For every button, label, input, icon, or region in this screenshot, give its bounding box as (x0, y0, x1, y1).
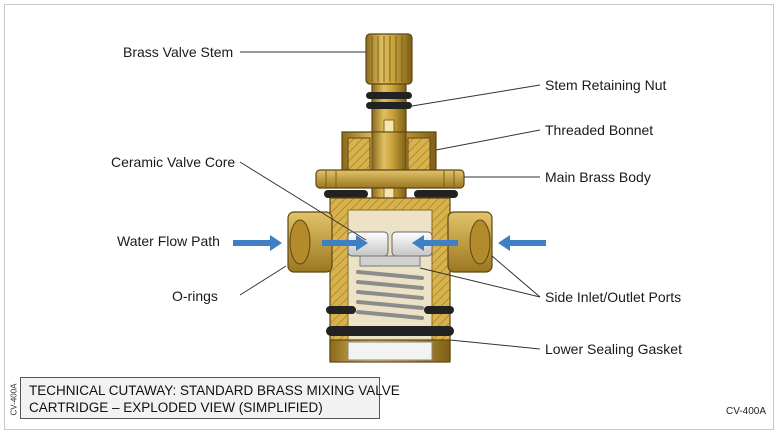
label-side-ports: Side Inlet/Outlet Ports (545, 289, 682, 305)
stem-o-rings (366, 92, 412, 109)
side-drawing-code: CV-400A (9, 383, 19, 416)
lower-sealing-gasket (329, 339, 451, 363)
leader-lines (239, 51, 541, 350)
label-lower-sealing-gasket: Lower Sealing Gasket (545, 341, 682, 357)
caption-box: TECHNICAL CUTAWAY: STANDARD BRASS MIXING… (20, 377, 400, 419)
label-brass-valve-stem: Brass Valve Stem (123, 44, 234, 60)
label-threaded-bonnet: Threaded Bonnet (545, 122, 654, 138)
label-water-flow-path: Water Flow Path (117, 233, 220, 249)
valve-stem (365, 33, 413, 221)
threaded-bonnet (341, 131, 437, 173)
main-brass-body-flange (315, 169, 465, 198)
corner-drawing-code: CV-400A (725, 406, 766, 417)
label-ceramic-valve-core: Ceramic Valve Core (111, 154, 236, 170)
diagram-frame (4, 4, 774, 430)
label-main-brass-body: Main Brass Body (545, 169, 651, 185)
lower-o-rings (326, 306, 454, 336)
caption-line-1: TECHNICAL CUTAWAY: STANDARD BRASS MIXING… (29, 383, 400, 398)
spring (356, 270, 424, 320)
caption-line-2: CARTRIDGE – EXPLODED VIEW (SIMPLIFIED) (29, 400, 323, 415)
water-flow-arrows (233, 235, 546, 251)
label-stem-retaining-nut: Stem Retaining Nut (545, 77, 667, 93)
label-o-rings: O-rings (172, 288, 218, 304)
